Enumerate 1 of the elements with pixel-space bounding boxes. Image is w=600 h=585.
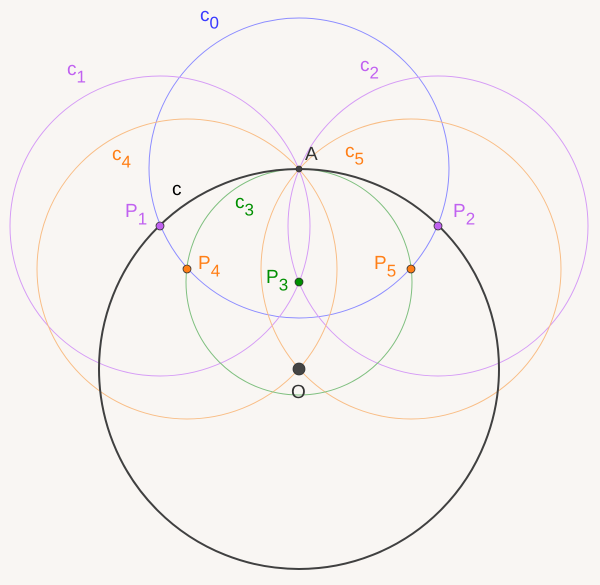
point-label: c	[172, 180, 182, 199]
